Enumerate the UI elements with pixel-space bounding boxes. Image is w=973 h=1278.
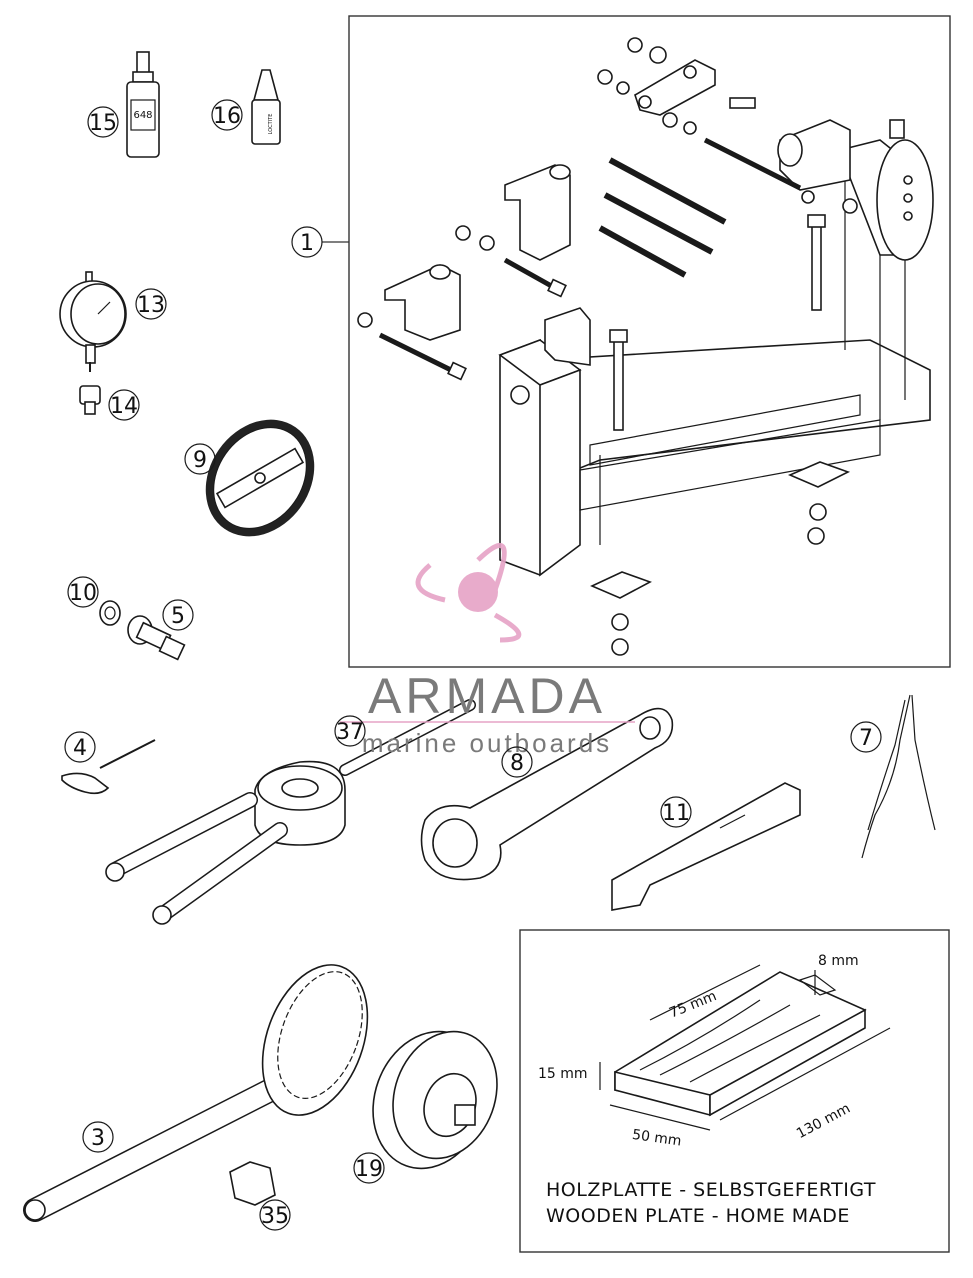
degree-wheel (205, 419, 315, 537)
callout-label: 37 (336, 720, 364, 745)
watermark-tagline: marine outboards (362, 728, 612, 758)
callout-7: 7 (850, 721, 882, 753)
watermark-brand: ARMADA (368, 668, 606, 724)
callout-16: 16 (211, 99, 243, 131)
caption-german: HOLZPLATTE - SELBSTGEFERTIGT (546, 1179, 876, 1201)
armada-logo (415, 543, 522, 643)
callout-3: 3 (82, 1121, 114, 1153)
callout-19: 19 (353, 1152, 385, 1184)
callout-label: 9 (193, 448, 207, 473)
tube-label-text: LOCTITE (268, 114, 274, 135)
callout-label: 1 (300, 231, 314, 256)
socket-part-35 (229, 1161, 276, 1206)
caption-english: WOODEN PLATE - HOME MADE (546, 1205, 850, 1227)
callout-label: 13 (137, 293, 165, 318)
callout-label: 11 (662, 801, 690, 826)
callout-13: 13 (135, 288, 167, 320)
callout-label: 5 (171, 604, 185, 629)
callout-label: 8 (510, 751, 524, 776)
callout-11: 11 (660, 796, 692, 828)
timing-pointer (61, 739, 156, 795)
puller-part-5 (127, 615, 186, 661)
callout-10: 10 (67, 576, 99, 608)
wooden-plate-drawing (599, 964, 891, 1131)
holding-wrench (420, 707, 674, 881)
callout-label: 10 (69, 581, 97, 606)
wooden-plate-box (519, 929, 950, 1253)
gauge-adapter (79, 385, 101, 415)
stand-frame-box (348, 15, 951, 668)
crank-puller (105, 699, 476, 925)
callout-37: 37 (334, 715, 366, 747)
dim-height-label: 15 mm (538, 1066, 588, 1082)
callout-15: 15 (87, 106, 119, 138)
engine-stand (357, 37, 934, 656)
callout-label: 7 (859, 726, 873, 751)
callout-5: 5 (162, 599, 194, 631)
callout-8: 8 (501, 746, 533, 778)
sleeve-part-10 (99, 600, 121, 626)
callout-label: 4 (73, 736, 87, 761)
dial-gauge (59, 271, 127, 372)
callout-label: 16 (213, 104, 241, 129)
callout-9: 9 (184, 443, 216, 475)
callout-label: 35 (261, 1204, 289, 1229)
dim-length-label: 130 mm (794, 1101, 853, 1143)
flywheel-puller (372, 1030, 498, 1170)
feeler-strip (611, 782, 801, 911)
callout-label: 14 (110, 394, 138, 419)
callout-1: 1 (291, 226, 323, 258)
dim-depth-label: 50 mm (631, 1127, 682, 1150)
dim-slot-label: 8 mm (818, 953, 859, 969)
circlip-pliers (861, 694, 936, 859)
callout-label: 3 (91, 1126, 105, 1151)
loctite-bottle: 648 (126, 51, 160, 158)
loctite-tube: LOCTITE (251, 69, 281, 145)
flywheel-holder (23, 964, 369, 1222)
callout-4: 4 (64, 731, 96, 763)
callout-14: 14 (108, 389, 140, 421)
callout-35: 35 (259, 1199, 291, 1231)
callout-label: 19 (355, 1157, 383, 1182)
bottle-label-text: 648 (133, 110, 152, 121)
callout-label: 15 (89, 111, 117, 136)
